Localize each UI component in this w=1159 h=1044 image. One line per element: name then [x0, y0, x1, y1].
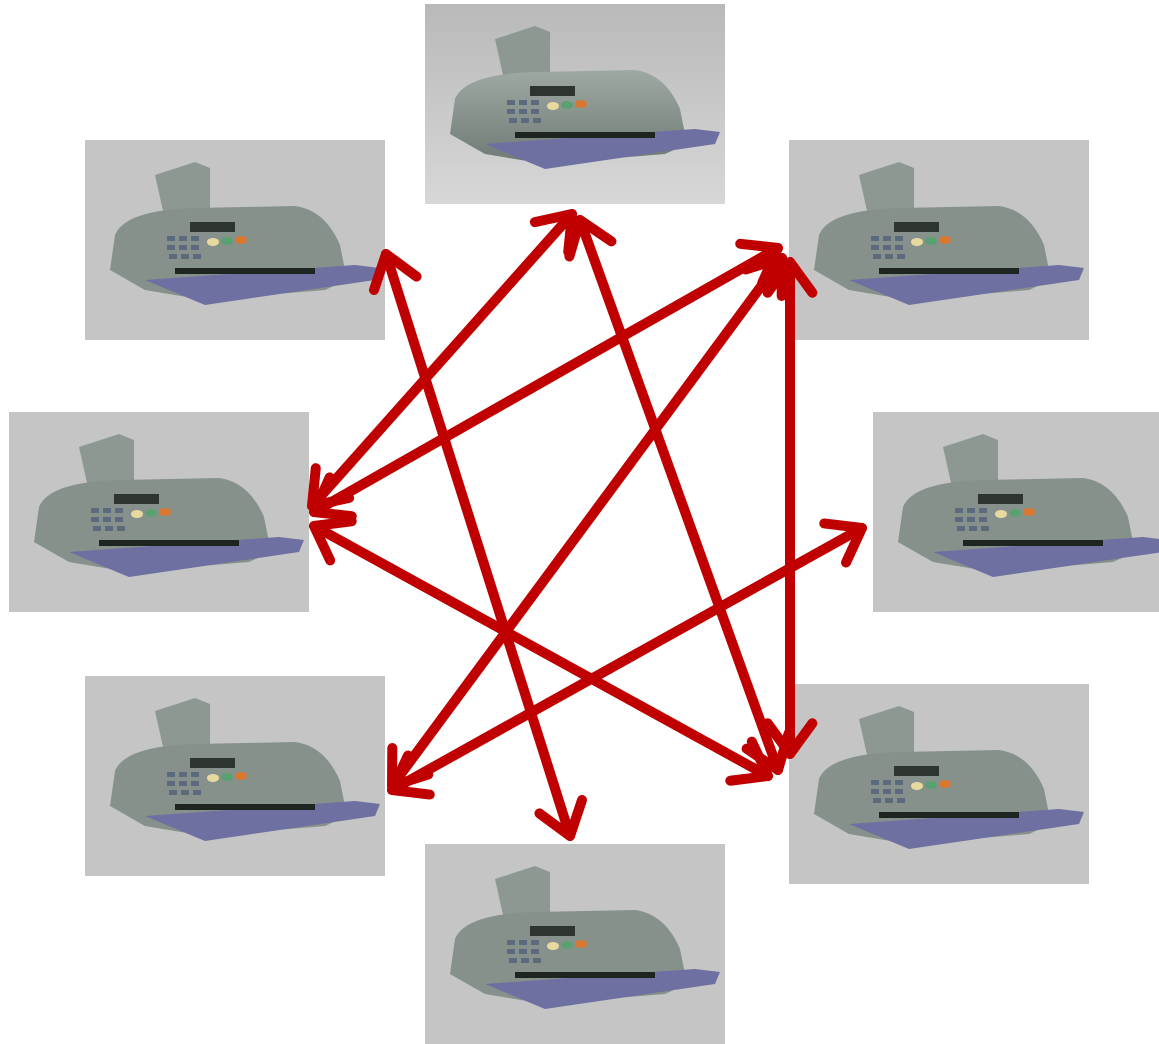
fax-machine-icon — [789, 140, 1089, 340]
arrowhead — [387, 743, 434, 791]
fax-machine-icon — [873, 412, 1159, 612]
fax-machine-icon — [85, 140, 385, 340]
arrowhead — [735, 238, 783, 288]
arrowhead — [564, 215, 617, 262]
fax-machine-node-top — [425, 4, 725, 204]
arrow-shaft — [575, 215, 783, 775]
arrow-shaft — [381, 249, 575, 841]
fax-machine-icon — [789, 684, 1089, 884]
fax-machine-node-lower-left — [85, 676, 385, 876]
fax-machine-icon — [9, 412, 309, 612]
arrowhead — [741, 728, 794, 775]
arrow-shaft — [387, 253, 787, 791]
fax-machine-node-lower-right — [789, 684, 1089, 884]
arrowhead — [534, 794, 588, 841]
arrowhead — [387, 750, 435, 800]
arrowhead — [529, 209, 577, 257]
fax-machine-node-bottom — [425, 844, 725, 1044]
fax-machine-node-upper-left — [85, 140, 385, 340]
fax-machine-node-left — [9, 412, 309, 612]
fax-machine-node-upper-right — [789, 140, 1089, 340]
arrowhead — [819, 518, 867, 568]
arrowhead — [725, 736, 773, 786]
fax-machine-node-right — [873, 412, 1159, 612]
fax-machine-icon — [425, 4, 725, 204]
arrowhead — [309, 516, 357, 566]
fax-machine-icon — [425, 844, 725, 1044]
arrowhead — [309, 472, 357, 522]
fax-machine-icon — [85, 676, 385, 876]
arrowhead — [740, 253, 787, 301]
arrowhead — [307, 463, 355, 511]
